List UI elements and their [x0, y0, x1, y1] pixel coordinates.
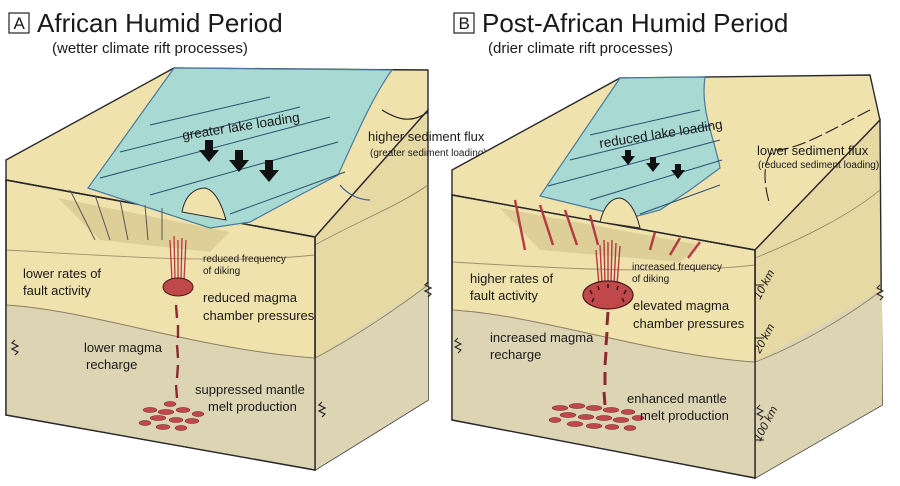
panel-b-melt — [548, 403, 645, 431]
panel-b-magma-chamber — [582, 280, 634, 310]
panel-b-chamber-1: elevated magma — [633, 298, 730, 313]
panel-a-recharge-2: recharge — [86, 357, 137, 372]
panel-b-diking-1: increased frequency — [632, 262, 722, 273]
panel-b-active-faults — [513, 199, 701, 259]
panel-b-melt-1: enhanced mantle — [627, 391, 727, 406]
panel-a-recharge-1: lower magma — [84, 340, 163, 355]
panel-b-lake — [539, 76, 721, 219]
panel-b-side-mantle — [755, 290, 882, 478]
panel-a-sediment-flux: higher sediment flux — [368, 129, 485, 144]
panel-b-chamber-2: chamber pressures — [633, 316, 745, 331]
panel-b-river — [764, 109, 871, 206]
panel-a-chamber-2: chamber pressures — [203, 308, 315, 323]
panel-a-diking-2: of diking — [203, 266, 240, 277]
panel-a-subtitle: (wetter climate rift processes) — [52, 40, 248, 57]
panel-b-melt-2: melt production — [640, 408, 729, 423]
panel-b-faults — [547, 109, 723, 215]
panel-b-loading-arrows — [621, 150, 685, 179]
panel-a-melt-1: suppressed mantle — [195, 382, 305, 397]
panel-b-letter: B — [459, 14, 470, 33]
panel-a-title: African Humid Period — [37, 8, 283, 38]
panel-b-volcano — [599, 197, 641, 229]
panel-a-border-faults — [69, 189, 163, 241]
panel-b-sediment-flux: lower sediment flux — [757, 143, 869, 158]
panel-a-letter-box — [8, 12, 30, 34]
panel-a-melt — [138, 401, 205, 431]
panel-a-dikes — [169, 235, 187, 281]
panel-b-fault-1: higher rates of — [470, 271, 553, 286]
panel-b-diking-2: of diking — [632, 274, 669, 285]
panel-b-title: Post-African Humid Period — [482, 8, 788, 38]
panel-b-letter-box — [453, 12, 475, 34]
panel-b-recharge-1: increased magma — [490, 330, 594, 345]
panel-a-fault-1: lower rates of — [23, 266, 101, 281]
panel-b-recharge-2: recharge — [490, 347, 541, 362]
panel-a-magma-chamber — [162, 277, 194, 297]
panel-b-depth-scale — [453, 284, 885, 441]
panel-a-side-mantle — [315, 285, 428, 470]
panel-b-dikes — [595, 239, 621, 286]
panel-a-sediment-note: (greater sediment loading) — [370, 148, 487, 159]
panel-a-diking-1: reduced frequency — [203, 254, 286, 265]
panel-a-letter: A — [14, 14, 26, 33]
panel-b-feeder — [602, 311, 610, 406]
panel-a-loading-arrows — [199, 140, 279, 182]
panel-a-fault-2: fault activity — [23, 283, 91, 298]
panel-a: A African Humid Period (wetter climate r… — [5, 8, 487, 472]
panel-a-volcano — [181, 187, 227, 221]
panel-a-scale-breaks — [10, 281, 433, 418]
panel-a-faults — [99, 96, 346, 215]
panel-a-chamber-1: reduced magma — [203, 290, 298, 305]
panel-a-river — [381, 109, 429, 120]
panel-b-subtitle: (drier climate rift processes) — [488, 40, 673, 57]
panel-b: B Post-African Humid Period (drier clima… — [451, 8, 885, 480]
panel-b-sediment-note: (reduced sediment loading) — [758, 160, 879, 171]
panel-a-feeder — [174, 304, 180, 399]
panel-b-fault-2: fault activity — [470, 288, 538, 303]
panel-b-chamber-marks — [589, 284, 627, 303]
panel-a-melt-2: melt production — [208, 399, 297, 414]
panel-a-lake — [87, 67, 394, 229]
